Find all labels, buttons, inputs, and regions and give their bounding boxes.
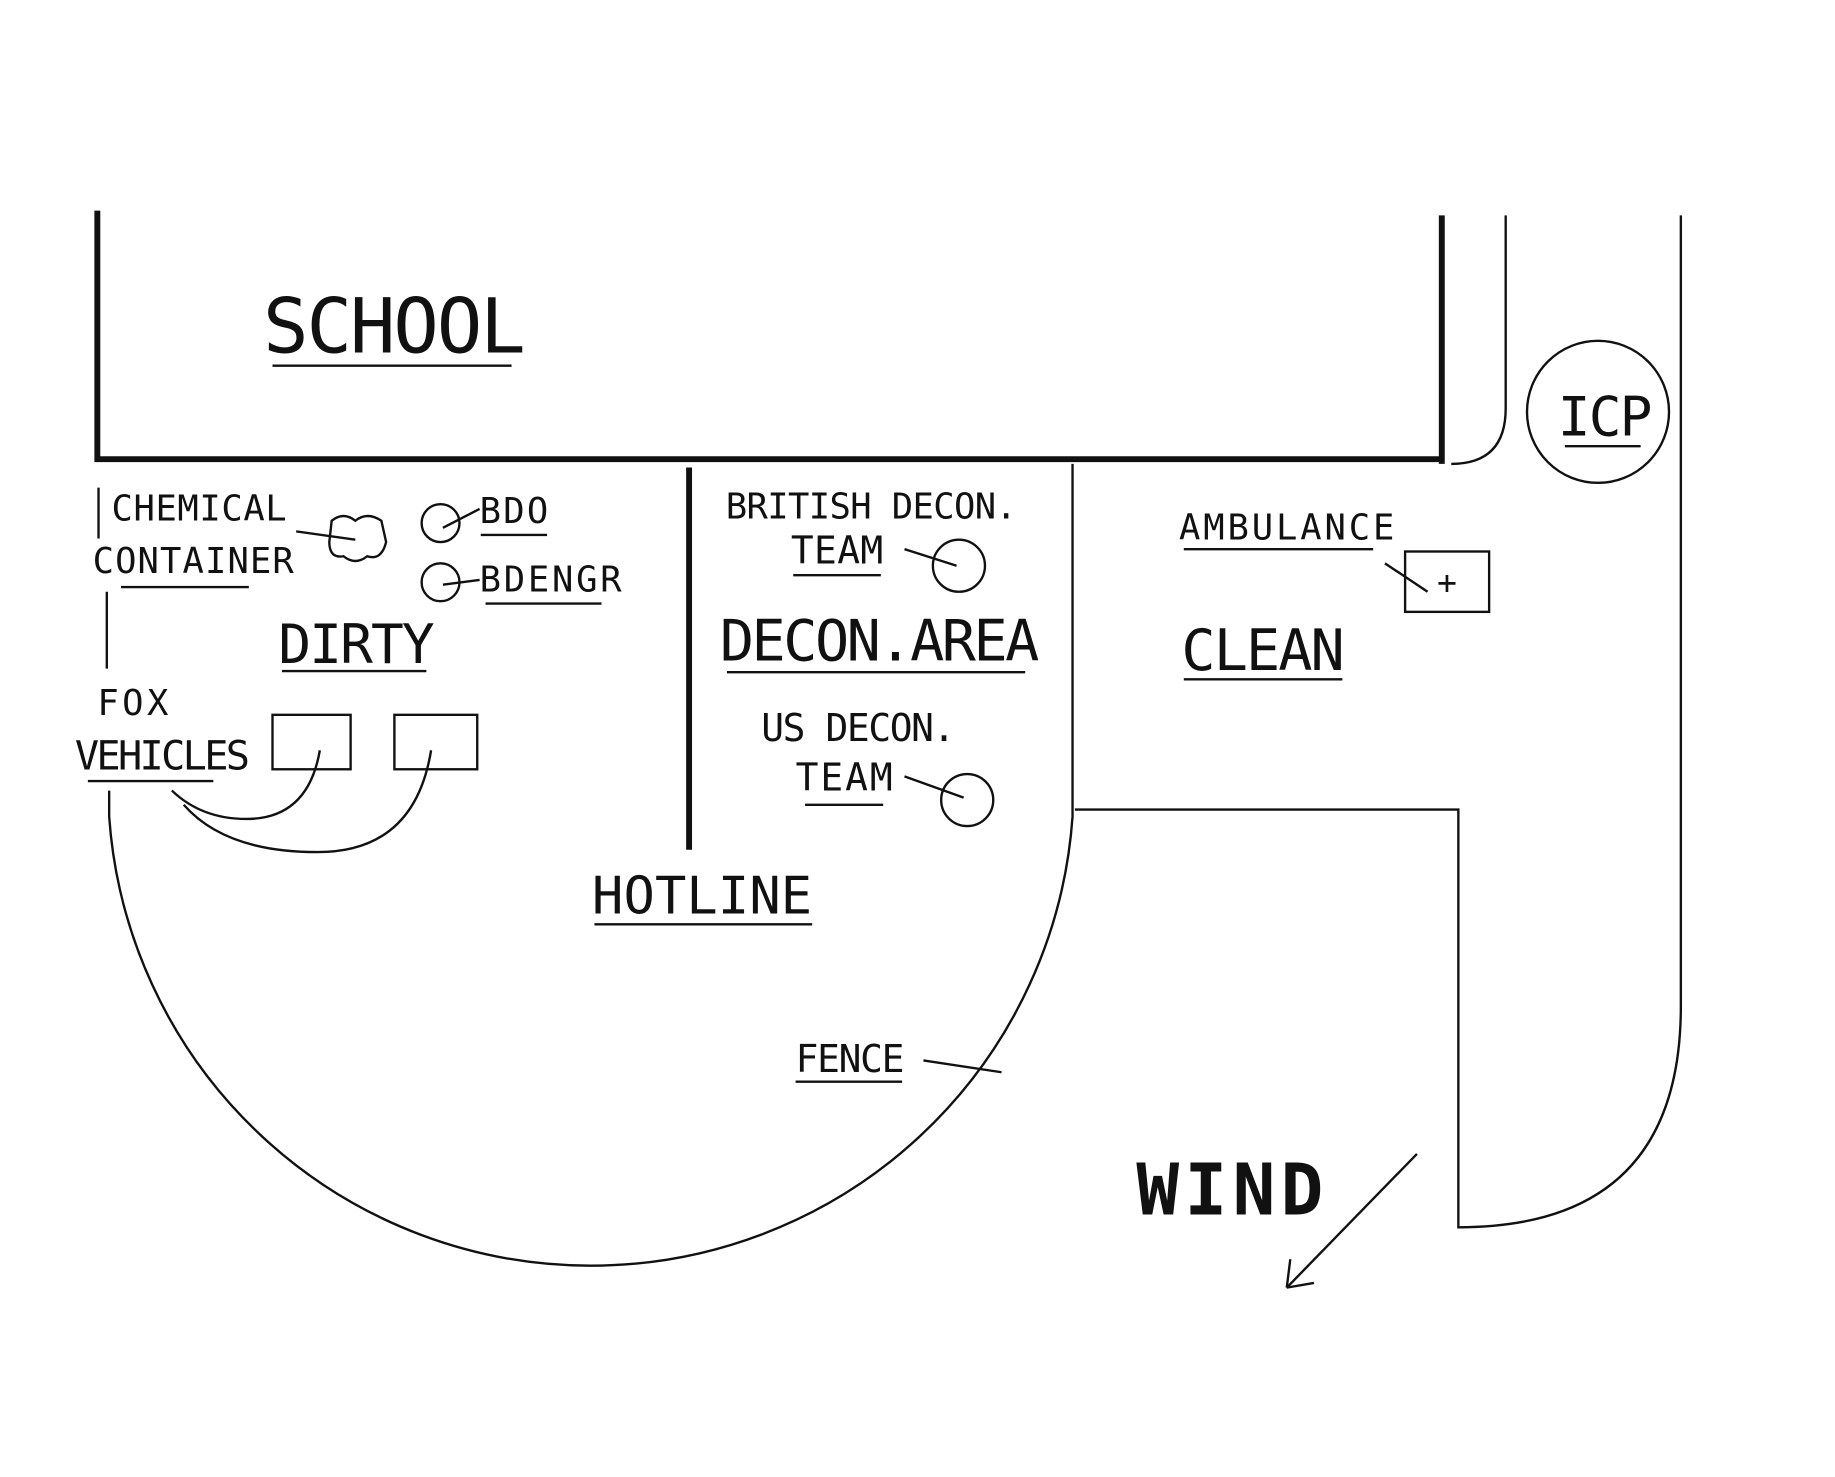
school-building: SCHOOL (94, 210, 1445, 464)
fence-perimeter (97, 463, 1074, 1267)
chemical-container-icon (328, 514, 388, 563)
road (1074, 215, 1683, 1229)
fox-vehicle-2 (393, 713, 479, 771)
decon-area: BRITISH DECON. TEAM DECON.AREA US DECON.… (720, 486, 1040, 828)
us-team-label: TEAM (796, 756, 893, 800)
decon-area-label: DECON.AREA (720, 608, 1040, 674)
icp-marker: ICP (1525, 339, 1671, 485)
ambulance-label: AMBULANCE (1179, 508, 1394, 549)
dirty-area: CHEMICAL CONTAINER BDO BDENGR DIRTY FOX … (75, 489, 623, 854)
british-decon-label: BRITISH DECON. (726, 486, 1017, 527)
bdengr-label: BDENGR (480, 560, 623, 601)
ambulance-icon (1403, 550, 1491, 614)
school-label: SCHOOL (263, 283, 526, 371)
british-decon-team-icon (931, 538, 987, 593)
british-team-label: TEAM (791, 528, 883, 572)
wind-indicator: WIND (1136, 1148, 1418, 1289)
wind-label: WIND (1136, 1148, 1323, 1231)
clean-label: CLEAN (1181, 618, 1344, 684)
fence-label: FENCE (796, 1037, 905, 1081)
ambulance-symbol: + (1437, 563, 1457, 602)
us-decon-label: US DECON. (761, 706, 955, 750)
dirty-label: DIRTY (278, 612, 434, 676)
fox-vehicle-1 (271, 713, 352, 771)
bdo-icon (420, 502, 461, 544)
vehicles-label: VEHICLES (75, 733, 250, 779)
clean-area: AMBULANCE + CLEAN (1179, 508, 1491, 684)
chemical-label: CHEMICAL (112, 489, 287, 530)
fox-label: FOX (97, 683, 169, 724)
bdo-label: BDO (480, 491, 549, 532)
icp-label: ICP (1558, 385, 1653, 449)
hotline-label: HOTLINE (592, 867, 812, 927)
wind-arrow-icon (1285, 1153, 1418, 1289)
us-decon-team-icon (939, 772, 995, 828)
container-label: CONTAINER (93, 541, 295, 582)
